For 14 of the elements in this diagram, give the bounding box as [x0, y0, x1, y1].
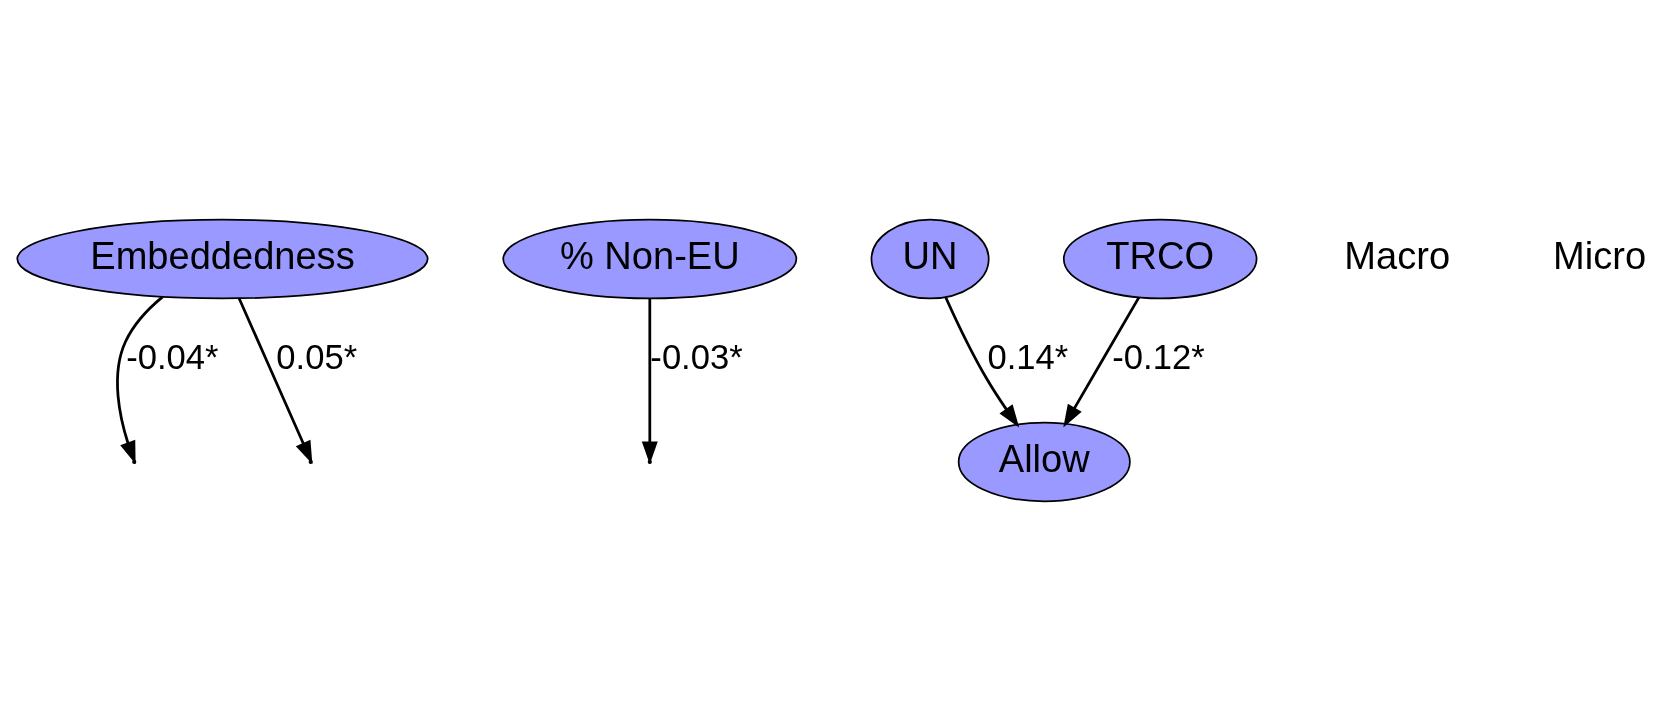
edge-label: 0.14*: [987, 338, 1069, 377]
node-ellipse: % Non-EU: [502, 218, 798, 300]
node-ellipse: Allow: [957, 421, 1131, 503]
label: Micro: [1553, 234, 1647, 277]
edge-label: 0.05*: [276, 338, 358, 377]
node-ellipse: UN: [870, 218, 990, 300]
arrow: [1063, 296, 1141, 428]
label: Macro: [1344, 234, 1451, 277]
edge-label: -0.03*: [650, 338, 743, 377]
node-ellipse: Embeddedness: [16, 218, 429, 300]
node-ellipse: TRCO: [1062, 218, 1258, 300]
edge-label: -0.12*: [1112, 338, 1205, 377]
edge-label: -0.04*: [126, 338, 219, 377]
arrow: [944, 296, 1020, 428]
